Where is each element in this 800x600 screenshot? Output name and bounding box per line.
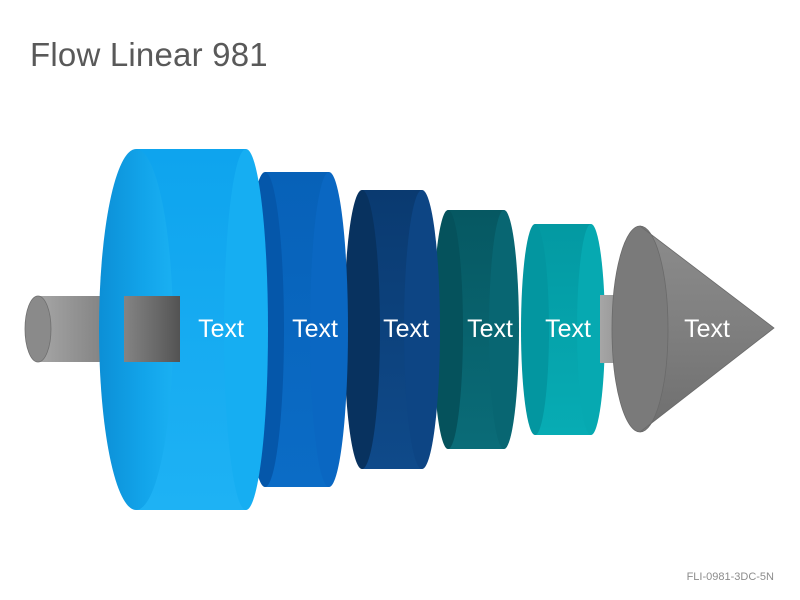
segment-4 [433,210,519,449]
page-title: Flow Linear 981 [30,36,268,73]
segment-3-label: Text [383,315,429,343]
segment-2-label: Text [292,315,338,343]
segment-5-label: Text [545,315,591,343]
arrow-label: Text [684,315,730,343]
segment-5 [521,224,605,435]
segment-4-label: Text [467,315,513,343]
inner-shaft [124,296,180,362]
arrow-cone [611,225,775,433]
segment-3 [344,190,440,469]
footer-code: FLI-0981-3DC-5N [686,571,774,583]
segment-1-label: Text [198,315,244,343]
